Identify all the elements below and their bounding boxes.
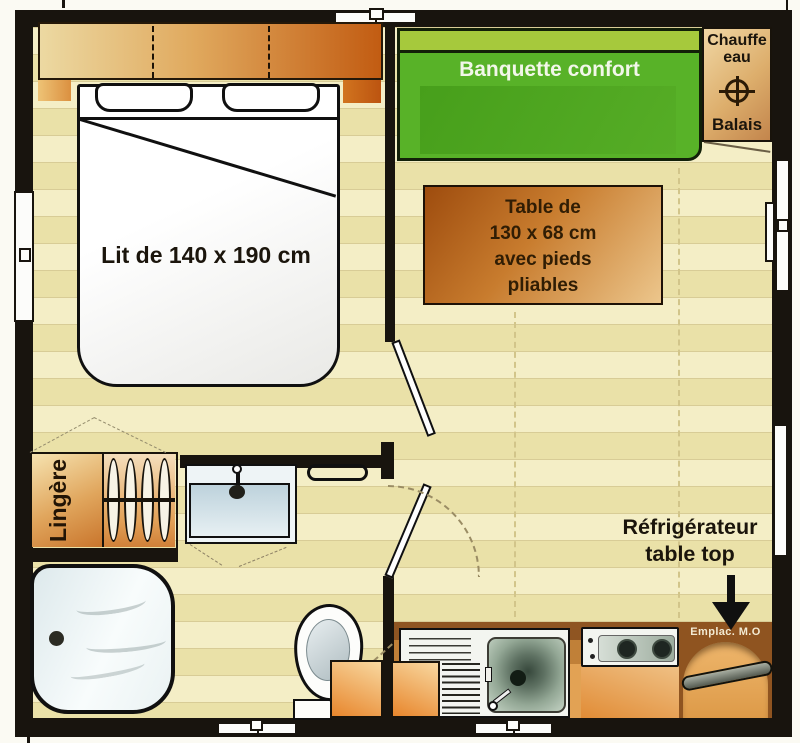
down-arrow-icon [712,602,750,630]
valve-icon [719,75,755,109]
top-window-handle [369,8,384,20]
table-label: Table de 130 x 68 cm avec pieds pliables [425,195,661,299]
pillow [222,83,320,112]
shelf-divider [152,26,154,78]
floor-plank-joint [514,312,516,617]
linen-closet: Lingère [30,452,178,550]
drain-icon [49,631,64,646]
down-arrow-shaft [727,575,735,604]
banquette: Banquette confort [397,28,702,161]
drainer-ridges [442,663,480,714]
wall-bathroom-cap [381,442,394,479]
folding-table: Table de 130 x 68 cm avec pieds pliables [423,185,663,305]
crop-tick [27,735,30,743]
table-label-line: avec pieds [494,249,592,270]
linen-closet-label: Lingère [45,458,71,543]
headboard-end-right [343,80,381,103]
fridge-note-line: Réfrigérateur [622,515,758,539]
kitchen-sink-basin [485,637,566,713]
faucet-stem [236,473,240,487]
faucet-base [229,485,245,499]
burner-icon [617,639,637,659]
right-window-inner-panel [765,202,775,262]
right-window-handle [777,219,789,232]
fridge-note: Réfrigérateur table top [600,514,780,568]
bottom-vent-kitchen-handle [506,719,520,731]
shelf-divider [268,26,270,78]
linen-closet-shelf: Lingère [32,454,102,547]
faucet-mount [485,667,492,682]
double-bed [77,84,340,387]
broom-label: Balais [711,115,763,134]
stove-panel [598,635,675,662]
left-window-handle [19,248,31,262]
bed-sheet-fold [79,118,337,198]
wall-bath-kitchen [383,576,394,718]
stove-knob [590,654,595,659]
banquette-label: Banquette confort [459,58,640,81]
fridge-note-line: table top [645,542,735,566]
hanging-rod [104,498,175,502]
wall-right [772,10,792,737]
right-window-lower [773,424,788,557]
floor-plank-joint [678,168,680,618]
headboard-shelf [38,22,383,80]
bathroom-sink [185,464,297,544]
wall-linen-closet-base [30,548,178,562]
water-streak [85,632,167,656]
water-heater-label: Chauffe [707,32,767,49]
table-label-line: Table de [505,197,581,218]
toilet-cistern [293,699,332,720]
kitchen-cabinet [391,661,440,718]
wall-bottom [15,718,792,737]
pillow [95,83,193,112]
banquette-back-band [400,31,699,53]
valve-vline [735,76,739,106]
banquette-cushion [420,86,676,154]
faucet-knob-icon [488,701,498,711]
water-streak [75,591,147,619]
table-label-line: pliables [507,275,579,296]
utility-closet: Chauffe eau Balais [702,27,772,142]
table-label-line: 130 x 68 cm [489,223,597,244]
stove-knob [588,638,593,643]
water-heater-label: eau [723,49,751,66]
drain-icon [510,670,526,686]
bed-sheet-line [80,117,337,120]
crop-tick [62,0,65,8]
crop-tick [786,0,788,10]
headboard-end-left [38,80,71,101]
bathroom-cabinet [330,660,383,718]
stove-cabinet [581,667,679,718]
bottom-vent-bathroom-handle [250,719,263,731]
bathtub [30,564,175,714]
burner-icon [652,639,672,659]
wardrobe-hanging-space [102,454,175,547]
water-streak [69,656,146,684]
stove [581,627,679,667]
bed-label: Lit de 140 x 190 cm [101,242,311,268]
towel-rail [307,464,368,481]
wall-bedroom-living [385,27,395,342]
